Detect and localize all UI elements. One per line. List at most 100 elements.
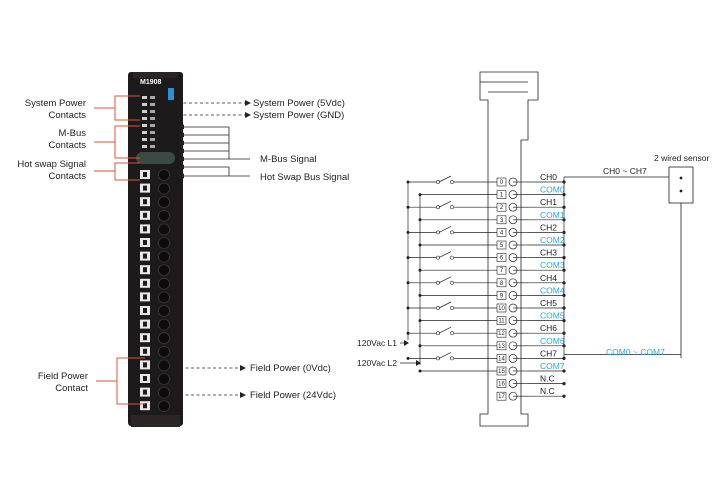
contact-pin — [150, 96, 155, 99]
terminal-spring — [143, 185, 147, 191]
terminal-number: 4 — [500, 230, 504, 236]
terminal-spring — [143, 280, 147, 286]
contact-pin — [150, 131, 155, 134]
terminal-number-box — [496, 391, 507, 401]
status-led — [168, 88, 174, 100]
terminal-screw — [158, 196, 170, 209]
com-label: COM2 — [540, 235, 565, 245]
contact-pin — [150, 110, 155, 113]
backplane-contacts — [142, 96, 155, 148]
terminal-number: 2 — [500, 205, 504, 211]
terminal-screw — [158, 386, 170, 399]
terminal-number: 16 — [498, 382, 505, 388]
terminal-number: 10 — [498, 306, 505, 312]
terminal-spring — [143, 403, 147, 409]
com-label: COM5 — [540, 311, 565, 321]
terminal-screw — [158, 264, 170, 277]
supply-l2-label: 120Vac L2 — [357, 358, 397, 368]
terminal-screw — [158, 373, 170, 385]
terminal-spring — [143, 348, 147, 354]
terminal-number-box — [496, 379, 507, 388]
terminal-block-outline — [479, 71, 539, 427]
module-body — [128, 72, 183, 427]
terminal-screw — [158, 182, 170, 195]
terminal-screw — [158, 237, 170, 249]
terminal-screw — [158, 277, 170, 290]
channel-label: CH5 — [540, 298, 557, 308]
sensor-com-range: COM0 ~ COM7 — [606, 347, 665, 357]
terminal-spring — [143, 240, 147, 245]
terminal-screw — [158, 291, 170, 304]
contact-pin — [142, 96, 147, 99]
system-power-gnd-label: System Power (GND) — [253, 110, 344, 121]
terminal-spring — [143, 362, 147, 368]
module-model-label: M1908 — [140, 79, 162, 86]
switch-contact — [438, 276, 452, 284]
terminal-rows: 0CH01COM02CH13COM14CH25COM26CH37COM38CH4… — [496, 172, 681, 401]
terminal-number: 8 — [500, 281, 504, 287]
terminal-screw — [158, 400, 170, 413]
channel-label: CH3 — [540, 248, 557, 258]
terminal-spring — [143, 212, 147, 218]
switch-contact — [438, 352, 452, 359]
terminal-number: 15 — [498, 369, 505, 375]
contact-pin — [142, 131, 147, 134]
system-power-5v-label: System Power (5Vdc) — [253, 98, 345, 109]
terminal-spring — [143, 172, 147, 177]
terminal-screw — [158, 209, 170, 222]
hot-swap-bus-signal-label: Hot Swap Bus Signal — [260, 172, 349, 183]
module-signal-arrows — [178, 100, 251, 398]
switch-contact — [438, 200, 452, 208]
field-power-24v-label: Field Power (24Vdc) — [250, 390, 336, 401]
contact-pin — [150, 117, 155, 120]
terminal-screw — [158, 250, 170, 263]
terminal-screw — [158, 359, 170, 372]
contact-pin — [142, 138, 147, 141]
com-label: COM0 — [540, 185, 565, 195]
terminal-number: 5 — [500, 243, 504, 249]
channel-label: CH0 — [540, 172, 557, 182]
terminal-screw — [158, 223, 170, 236]
terminal-spring — [143, 199, 147, 205]
switch-contact — [438, 326, 452, 334]
terminal-slots — [140, 169, 170, 413]
contact-pin — [142, 110, 147, 113]
terminal-spring — [143, 294, 147, 300]
terminal-spring — [143, 226, 147, 232]
terminal-number: 14 — [498, 356, 505, 362]
com-label: COM4 — [540, 285, 565, 295]
mbus-signal-label: M-Bus Signal — [260, 154, 317, 165]
channel-label: CH2 — [540, 222, 557, 232]
terminal-screw — [158, 169, 170, 181]
channel-label: CH4 — [540, 273, 557, 283]
channel-label: CH6 — [540, 323, 557, 333]
terminal-number: 12 — [498, 331, 505, 337]
terminal-screw — [158, 318, 170, 331]
switch-contact — [438, 226, 452, 233]
sensor-ch-range: CH0 ~ CH7 — [603, 166, 647, 176]
terminal-spring — [143, 389, 147, 395]
terminal-spring — [143, 308, 147, 313]
contact-pin — [150, 145, 155, 148]
contact-pin — [142, 103, 147, 106]
sensor-2-wire — [564, 166, 694, 358]
terminal-spring — [143, 376, 147, 381]
terminal-screw — [158, 305, 170, 317]
channel-label: N.C — [540, 374, 555, 384]
switch-contact — [438, 175, 452, 183]
contact-pin — [142, 145, 147, 148]
sensor-bus — [563, 177, 681, 359]
contact-pin — [150, 103, 155, 106]
terminal-spring — [143, 321, 147, 327]
contact-pin — [150, 124, 155, 127]
terminal-spring — [143, 267, 147, 273]
com-label: COM1 — [540, 210, 565, 220]
terminal-number: 13 — [498, 344, 505, 350]
sensor-title: 2 wired sensor — [654, 153, 709, 163]
terminal-number: 0 — [500, 180, 504, 186]
contact-pin — [142, 124, 147, 127]
